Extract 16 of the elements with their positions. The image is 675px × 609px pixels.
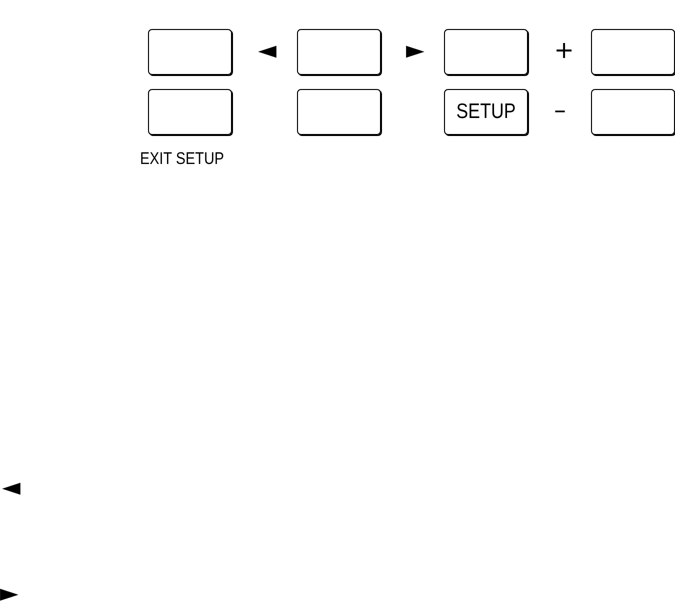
key-caption: EXIT SETUP <box>140 150 224 167</box>
key-symbol: – <box>554 98 566 122</box>
arrow-symbol: ◄ <box>2 475 20 499</box>
blank-key-button <box>297 89 381 135</box>
blank-key-button <box>148 89 232 135</box>
arrow-symbol: ► <box>0 581 18 605</box>
blank-key-button <box>591 29 675 75</box>
key-button <box>444 89 528 135</box>
key-symbol: ◄ <box>258 38 276 62</box>
key-label: SETUP <box>456 100 516 124</box>
blank-key-button <box>297 29 381 75</box>
blank-key-button <box>148 29 232 75</box>
blank-key-button <box>444 29 528 75</box>
key-symbol: + <box>554 38 574 62</box>
blank-key-button <box>591 89 675 135</box>
key-symbol: ► <box>406 38 424 62</box>
